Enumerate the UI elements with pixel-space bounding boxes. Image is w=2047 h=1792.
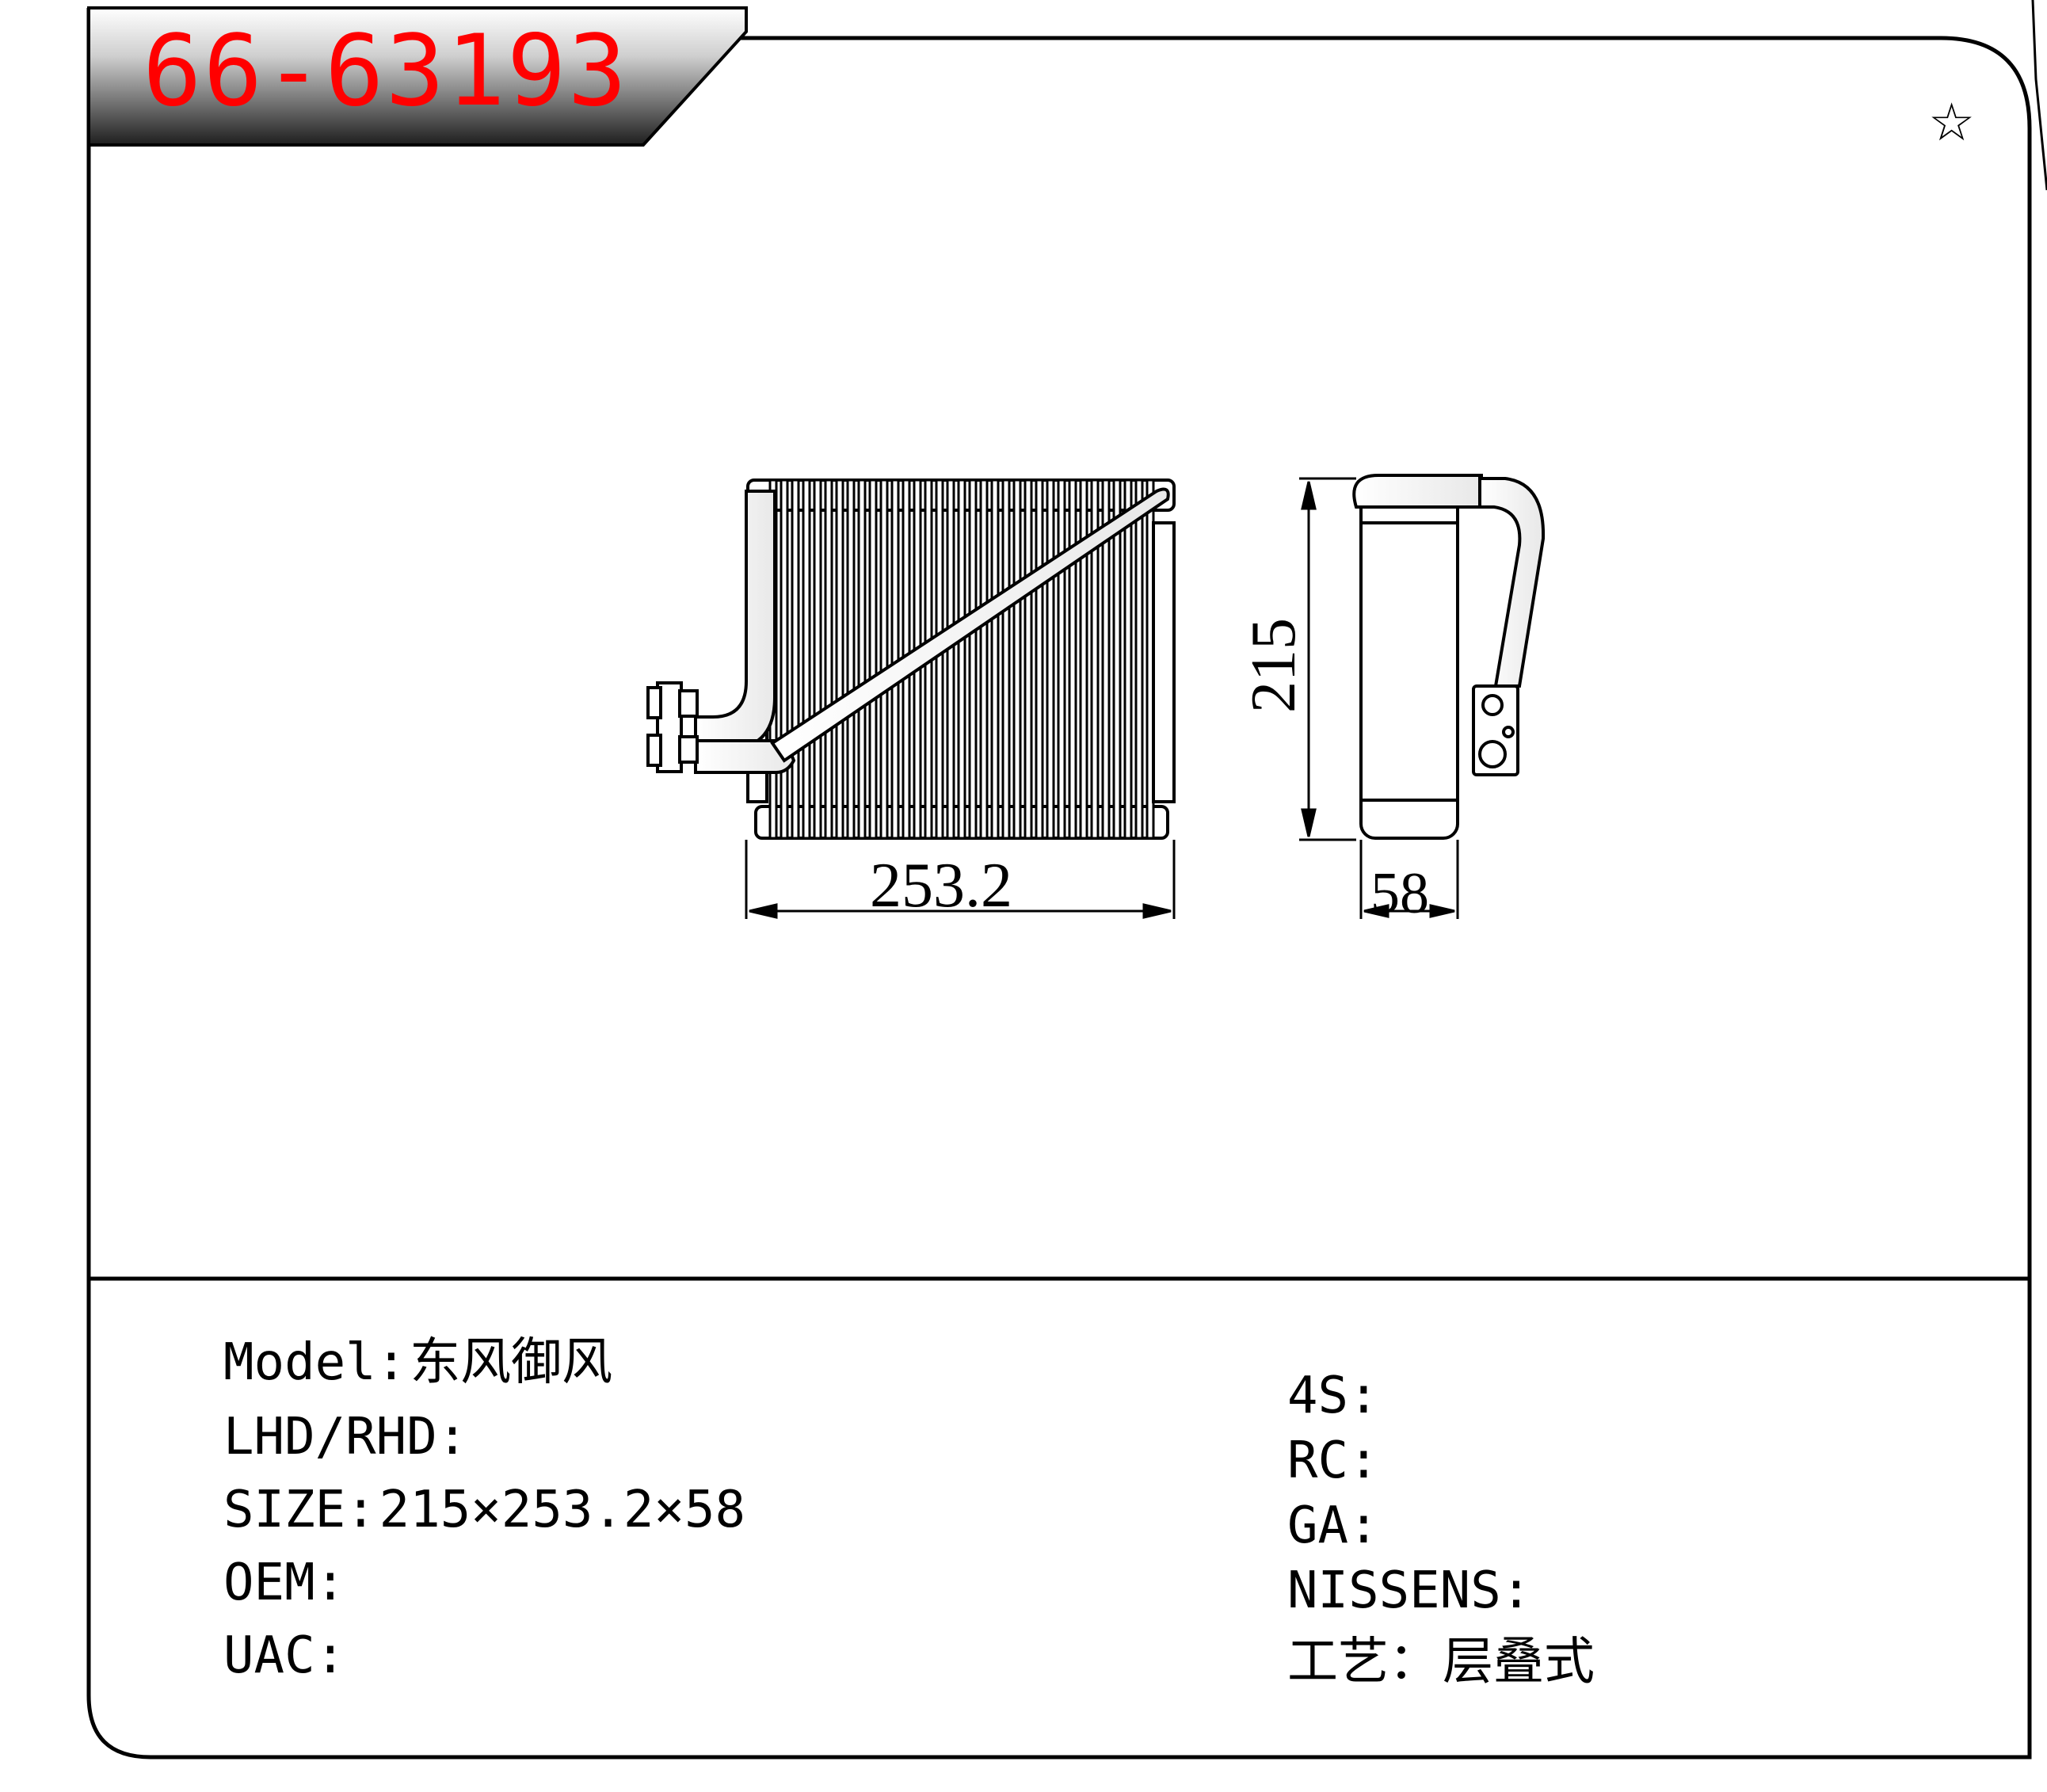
spec-value: 215×253.2×58 [379,1481,746,1539]
fin-tube [1079,479,1088,840]
fin-tube [1112,479,1122,840]
evaporator-front-view [646,479,1176,840]
corner-accent [2031,0,2047,191]
fin-tube [990,479,1000,840]
fin-tube [1046,479,1055,840]
fin-tube [1068,479,1077,840]
spec-label: UAC: [223,1626,346,1685]
spec-size: SIZE:215×253.2×58 [223,1485,745,1535]
connector-flange-2 [646,734,662,767]
star-icon: ☆ [1928,92,1976,153]
spec-ga: GA: [1287,1500,1382,1551]
outer-border [86,8,2032,1760]
evaporator-side-view [1352,474,1546,840]
right-side-plate [1152,521,1176,803]
depth-label: 58 [1370,861,1429,926]
title-banner [87,6,748,147]
spec-value: 东风御风 [410,1333,613,1392]
diagonal-tube [770,487,1170,763]
spec-process: 工艺：层叠式 [1287,1637,1595,1687]
fin-tube [802,479,811,840]
fin-tube [1024,479,1033,840]
fin-tube [846,479,856,840]
fin-tube [1012,479,1022,840]
side-top-tube [1352,474,1483,509]
fin-tube [1001,479,1011,840]
fin-tube [1035,479,1044,840]
width-dimension [745,840,1176,919]
height-dimension [1299,477,1356,841]
fin-tube [935,479,944,840]
spec-model: Model:东风御风 [223,1337,612,1388]
spec-label: NISSENS: [1287,1561,1532,1620]
fin-tube [857,479,867,840]
spec-4s: 4S: [1287,1371,1382,1421]
width-label: 253.2 [870,851,1012,921]
fin-tube [813,479,822,840]
fin-tube [824,479,833,840]
spec-label: RC: [1287,1432,1379,1490]
spec-label: GA: [1287,1497,1379,1555]
fin-tube [879,479,889,840]
connector-flange-1 [646,686,662,719]
fin-tube [979,479,989,840]
spec-nissens: NISSENS: [1287,1565,1534,1616]
spec-lhd-rhd: LHD/RHD: [223,1412,471,1462]
fin-tube [946,479,955,840]
part-number: 66-63193 [143,14,629,128]
spec-uac: UAC: [223,1630,349,1681]
spec-rc: RC: [1287,1436,1382,1486]
fin-tube [835,479,844,840]
side-core [1359,482,1459,840]
fin-tube [868,479,878,840]
fin-tube [1057,479,1066,840]
connector-stub-2 [678,735,699,764]
side-bend-tube [1478,477,1546,688]
spec-oem: OEM: [223,1558,349,1608]
fin-tube [890,479,900,840]
inlet-tube [694,490,776,750]
fin-tube [968,479,978,840]
fin-tube [957,479,966,840]
spec-label: 4S: [1287,1367,1379,1425]
spec-label: 工艺： [1287,1633,1439,1691]
spec-label: LHD/RHD: [223,1408,468,1466]
connector-stub-1 [678,689,699,718]
fin-tube [1101,479,1111,840]
spec-label: OEM: [223,1554,346,1612]
height-label: 215 [1239,618,1309,713]
fin-tube [1123,479,1133,840]
fin-tube [1090,479,1100,840]
fin-tube [780,479,789,840]
spec-label: SIZE: [223,1481,376,1539]
fin-tube [1134,479,1144,840]
spec-label: Model: [223,1333,407,1392]
depth-dimension [1359,840,1459,919]
spec-value: 层叠式 [1443,1633,1595,1691]
fin-tube [791,479,800,840]
